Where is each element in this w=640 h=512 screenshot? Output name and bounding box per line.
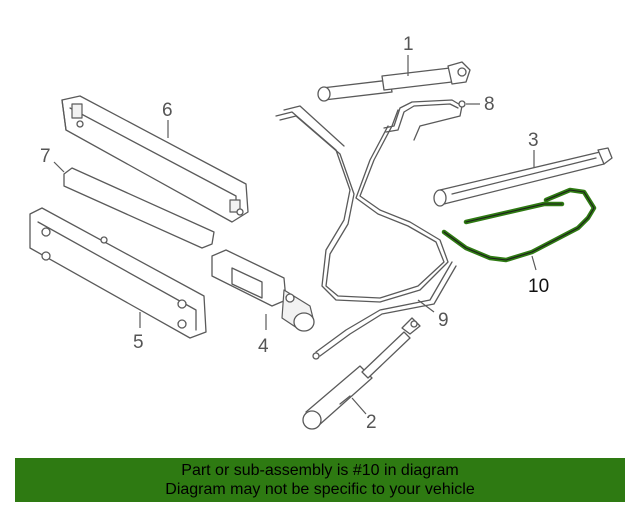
part-10-cable-highlighted[interactable] (441, 187, 597, 263)
callout-9: 9 (438, 310, 449, 331)
callout-3: 3 (528, 130, 539, 151)
part-7-strip[interactable] (63, 167, 215, 249)
part-6-housing[interactable] (61, 95, 249, 223)
part-2-strut[interactable] (302, 317, 421, 430)
callout-5: 5 (133, 332, 144, 353)
parts-diagram: 1 8 3 6 7 5 (29, 34, 613, 433)
part-9-cable[interactable] (275, 105, 457, 360)
callout-4: 4 (258, 336, 269, 357)
part-5-module[interactable] (29, 207, 207, 339)
callout-1: 1 (403, 34, 414, 55)
callout-7: 7 (40, 146, 51, 167)
part-3-strut[interactable] (433, 147, 613, 207)
callout-8: 8 (484, 94, 495, 115)
banner-line-2: Diagram may not be specific to your vehi… (165, 481, 475, 498)
callout-6: 6 (162, 100, 173, 121)
callout-2: 2 (366, 412, 377, 433)
info-banner: Part or sub-assembly is #10 in diagram D… (15, 458, 625, 502)
part-1-lift-strut[interactable] (317, 61, 471, 102)
banner-line-1: Part or sub-assembly is #10 in diagram (181, 462, 459, 479)
part-8-bracket[interactable] (383, 99, 466, 141)
callout-10: 10 (528, 276, 549, 297)
part-4-actuator[interactable] (211, 249, 315, 332)
